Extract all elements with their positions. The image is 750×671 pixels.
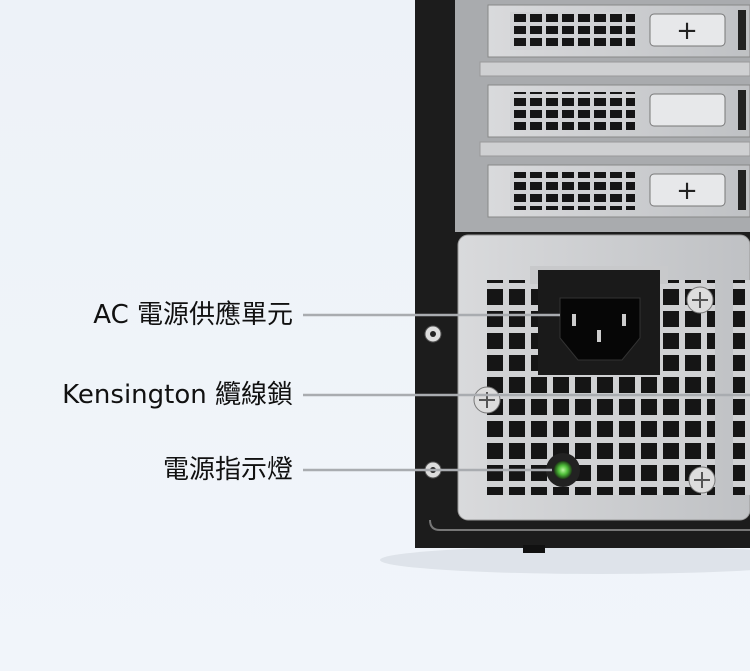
screw-bottom-right <box>688 466 716 494</box>
svg-text:+: + <box>676 16 698 46</box>
screw-left <box>473 386 501 414</box>
screw-top-right <box>686 286 714 314</box>
label-ac-power-supply: AC 電源供應單元 <box>93 300 293 330</box>
label-power-led: 電源指示燈 <box>162 455 293 485</box>
expansion-slot-2 <box>487 84 750 138</box>
ac-power-socket <box>538 270 660 375</box>
label-kensington-lock: Kensington 纜線鎖 <box>62 380 293 410</box>
expansion-slot-1: + <box>487 4 750 58</box>
power-supply-unit <box>457 234 750 521</box>
case-foot <box>523 545 545 553</box>
expansion-slot-3: + <box>487 164 750 218</box>
svg-text:+: + <box>676 176 698 206</box>
power-led <box>554 461 572 479</box>
shadow <box>380 546 750 574</box>
